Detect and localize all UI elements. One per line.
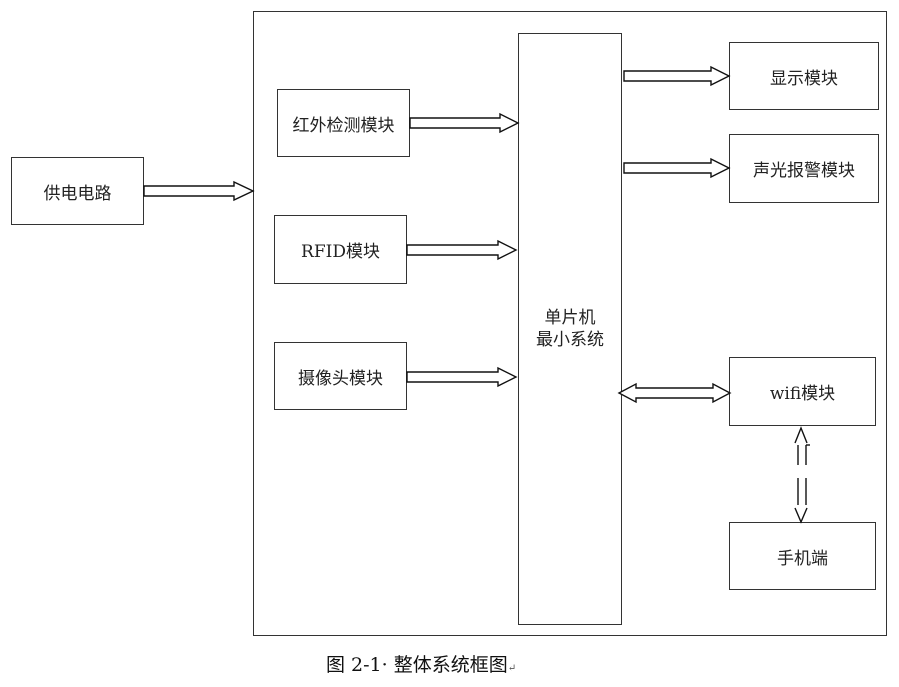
node-label: wifi模块 [769, 384, 836, 404]
node-label: RFID模块 [301, 242, 380, 262]
arrowhead-down [794, 507, 808, 524]
figure-caption: 图 2-1· 整体系统框图↵ [326, 650, 516, 677]
node-label: 手机端 [777, 548, 828, 569]
node-wifi-module: wifi模块 [729, 357, 876, 426]
node-label-line1: 单片机 [544, 308, 596, 328]
caption-text: 图 2-1· 整体系统框图 [326, 654, 508, 676]
node-display-module: 显示模块 [729, 42, 879, 110]
node-camera-module: 摄像头模块 [274, 342, 407, 410]
node-power-supply: 供电电路 [11, 157, 144, 225]
arrow-mcu-wifi-bidirectional [617, 382, 732, 404]
node-label-line2: 最小系统 [536, 330, 604, 350]
node-rfid-module: RFID模块 [274, 215, 407, 284]
paragraph-mark-icon: ↵ [507, 663, 517, 674]
node-phone: 手机端 [729, 522, 876, 590]
arrow-infrared-to-mcu [409, 112, 520, 134]
node-label: 红外检测模块 [292, 115, 395, 136]
node-mcu-system: 单片机 最小系统 [518, 33, 622, 625]
arrowhead-up [794, 426, 808, 444]
node-label: 单片机 最小系统 [536, 307, 604, 351]
node-label: 声光报警模块 [753, 161, 855, 181]
arrow-rfid-to-mcu [406, 239, 518, 261]
node-label: 供电电路 [43, 183, 112, 204]
arrow-camera-to-mcu [406, 366, 518, 388]
node-label: 显示模块 [770, 68, 838, 89]
node-label: 摄像头模块 [298, 368, 383, 389]
node-alarm-module: 声光报警模块 [729, 134, 879, 203]
dashed-link-wifi-phone [794, 426, 810, 524]
arrow-mcu-to-display [623, 65, 731, 87]
arrow-mcu-to-alarm [623, 157, 731, 179]
arrow-power-to-system [143, 180, 255, 202]
